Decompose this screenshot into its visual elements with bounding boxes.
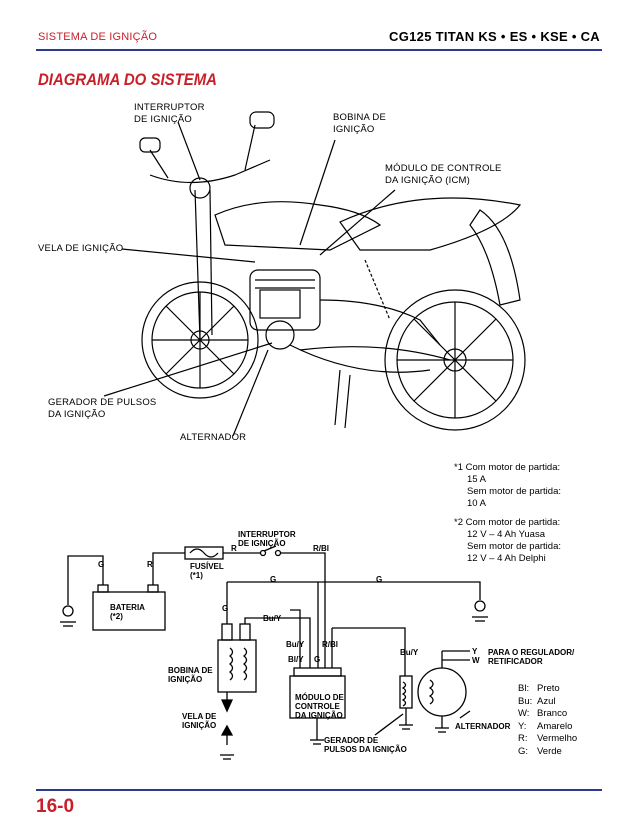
note-2: *2 Com motor de partida: 12 V – 4 Ah Yua… [454,517,561,564]
wire-code: G [222,604,229,613]
legend-row: Bu:Azul [518,695,556,707]
wire-code: Bl/Y [288,655,304,664]
wire-code: W [472,656,480,665]
page-title: DIAGRAMA DO SISTEMA [38,70,217,89]
page-number: 16-0 [36,796,75,817]
legend-row: Y:Amarelo [518,720,573,732]
label-vela-ignicao: VELA DE IGNIÇÃO [38,243,124,254]
wire-code: Bu/Y [400,648,419,657]
wire-code: Bu/Y [286,640,305,649]
legend-row: W:Branco [518,708,568,719]
legend-row: R:Vermelho [518,733,578,744]
wiring-label-bateria: BATERIA(*2) [110,603,145,621]
wire-color-legend: Bl:Preto Bu:Azul W:Branco Y:Amarelo R:Ve… [518,683,577,758]
wire-code: R/Bl [313,544,329,553]
wire-code: R [147,560,153,569]
wiring-label-alternador: ALTERNADOR [455,722,511,731]
wire-code: G [270,575,277,584]
section-title: SISTEMA DE IGNIÇÃO [38,31,158,43]
wire-code: Y [472,647,478,656]
wire-code: R/Bl [322,640,338,649]
footer-rule [36,789,602,791]
wire-code: Bu/Y [263,614,282,623]
wire-code: G [314,655,321,664]
label-alternador: ALTERNADOR [180,432,247,443]
legend-row: G:Verde [518,745,562,757]
header-rule [36,49,602,51]
wire-code: R [231,544,237,553]
legend-row: Bl:Preto [518,683,560,694]
model-title: CG125 TITAN KS • ES • KSE • CA [389,29,600,44]
wiring-label-fusivel: FUSÍVEL(*1) [190,562,224,580]
wiring-label-regulador: PARA O REGULADOR/RETIFICADOR [488,648,575,666]
wire-code: G [98,560,105,569]
wire-code: G [376,575,383,584]
note-1: *1 Com motor de partida: 15 A Sem motor … [454,462,561,509]
notes: *1 Com motor de partida: 15 A Sem motor … [454,462,561,572]
